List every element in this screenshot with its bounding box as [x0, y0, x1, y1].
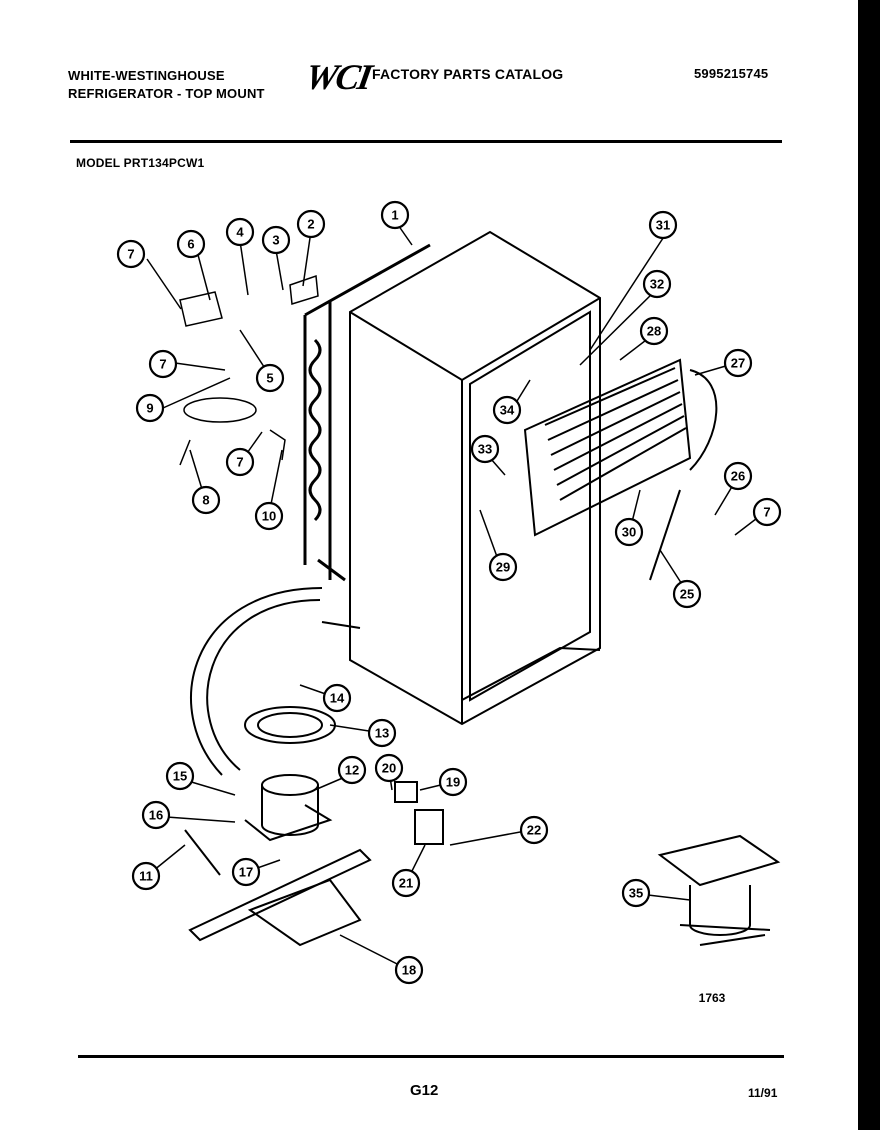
callout-group: 1234567777891011121314151617181920212225… [116, 200, 782, 985]
inset-compressor-view [657, 834, 781, 946]
svg-text:1: 1 [391, 208, 398, 223]
callout-26: 26 [723, 461, 753, 491]
callout-3: 3 [261, 225, 291, 255]
header-rule [70, 140, 782, 143]
callout-leaders [146, 221, 766, 971]
callout-27: 27 [723, 348, 753, 378]
catalog-title: FACTORY PARTS CATALOG [372, 66, 564, 82]
brand-line-2: REFRIGERATOR - TOP MOUNT [68, 86, 265, 101]
model-label: MODEL PRT134PCW1 [76, 156, 205, 170]
svg-text:18: 18 [402, 963, 416, 978]
svg-text:16: 16 [149, 808, 163, 823]
evaporator-coil [523, 358, 718, 581]
drain-tube [190, 587, 361, 776]
svg-text:4: 4 [236, 225, 244, 240]
callout-5: 5 [255, 363, 285, 393]
callout-21: 21 [391, 868, 421, 898]
svg-text:5: 5 [266, 371, 273, 386]
callout-9: 9 [135, 393, 165, 423]
condenser-coil [303, 243, 431, 582]
svg-text:27: 27 [731, 356, 745, 371]
svg-text:33: 33 [478, 442, 492, 457]
svg-text:22: 22 [527, 823, 541, 838]
callout-14: 14 [322, 683, 352, 713]
callout-30: 30 [614, 517, 644, 547]
svg-text:26: 26 [731, 469, 745, 484]
parts-exploded-diagram: 1234567777891011121314151617181920212225… [116, 200, 782, 1005]
svg-text:21: 21 [399, 876, 413, 891]
callout-4: 4 [225, 217, 255, 247]
callout-25: 25 [672, 579, 702, 609]
svg-text:15: 15 [173, 769, 187, 784]
callout-15: 15 [165, 761, 195, 791]
svg-text:29: 29 [496, 560, 510, 575]
callout-20: 20 [374, 753, 404, 783]
footer-rule [78, 1055, 784, 1058]
callout-2: 2 [296, 209, 326, 239]
callout-10: 10 [254, 501, 284, 531]
callout-7: 7 [116, 239, 146, 269]
svg-text:28: 28 [647, 324, 661, 339]
catalog-number: 5995215745 [694, 66, 769, 81]
callout-33: 33 [470, 434, 500, 464]
svg-text:6: 6 [187, 237, 194, 252]
callout-13: 13 [367, 718, 397, 748]
callout-6: 6 [176, 229, 206, 259]
callout-17: 17 [231, 857, 261, 887]
svg-text:3: 3 [272, 233, 279, 248]
catalog-date: 11/91 [748, 1086, 778, 1100]
right-border-bar [858, 0, 880, 1130]
callout-8: 8 [191, 485, 221, 515]
callout-28: 28 [639, 316, 669, 346]
svg-text:12: 12 [345, 763, 359, 778]
svg-text:35: 35 [629, 886, 643, 901]
callout-31: 31 [648, 210, 678, 240]
figure-number: 1763 [699, 991, 726, 1005]
callout-32: 32 [642, 269, 672, 299]
callout-7-4: 7 [752, 497, 782, 527]
callout-22: 22 [519, 815, 549, 845]
callout-11: 11 [131, 861, 161, 891]
svg-text:17: 17 [239, 865, 253, 880]
svg-text:20: 20 [382, 761, 396, 776]
callout-35: 35 [621, 878, 651, 908]
callout-16: 16 [141, 800, 171, 830]
svg-text:7: 7 [236, 455, 243, 470]
brand-line-1: WHITE-WESTINGHOUSE [68, 68, 225, 83]
svg-text:7: 7 [127, 247, 134, 262]
callout-1: 1 [380, 200, 410, 230]
svg-text:13: 13 [375, 726, 389, 741]
compressor-assembly [184, 706, 372, 947]
svg-text:14: 14 [330, 691, 345, 706]
callout-34: 34 [492, 395, 522, 425]
refrigerator-cabinet [349, 230, 601, 726]
callout-12: 12 [337, 755, 367, 785]
svg-text:31: 31 [656, 218, 670, 233]
small-parts [179, 274, 319, 466]
callout-7-3: 7 [225, 447, 255, 477]
svg-text:34: 34 [500, 403, 515, 418]
callout-29: 29 [488, 552, 518, 582]
relay-and-overload [394, 781, 444, 845]
svg-text:8: 8 [202, 493, 209, 508]
svg-text:7: 7 [763, 505, 770, 520]
svg-text:32: 32 [650, 277, 664, 292]
svg-text:2: 2 [307, 217, 314, 232]
svg-text:11: 11 [139, 869, 153, 884]
wci-logo: WCI [302, 57, 374, 97]
svg-text:9: 9 [146, 401, 153, 416]
svg-text:30: 30 [622, 525, 636, 540]
svg-text:19: 19 [446, 775, 460, 790]
page-code: G12 [410, 1082, 439, 1099]
svg-text:25: 25 [680, 587, 694, 602]
callout-19: 19 [438, 767, 468, 797]
callout-7-2: 7 [148, 349, 178, 379]
svg-text:7: 7 [159, 357, 166, 372]
callout-18: 18 [394, 955, 424, 985]
svg-text:10: 10 [262, 509, 276, 524]
